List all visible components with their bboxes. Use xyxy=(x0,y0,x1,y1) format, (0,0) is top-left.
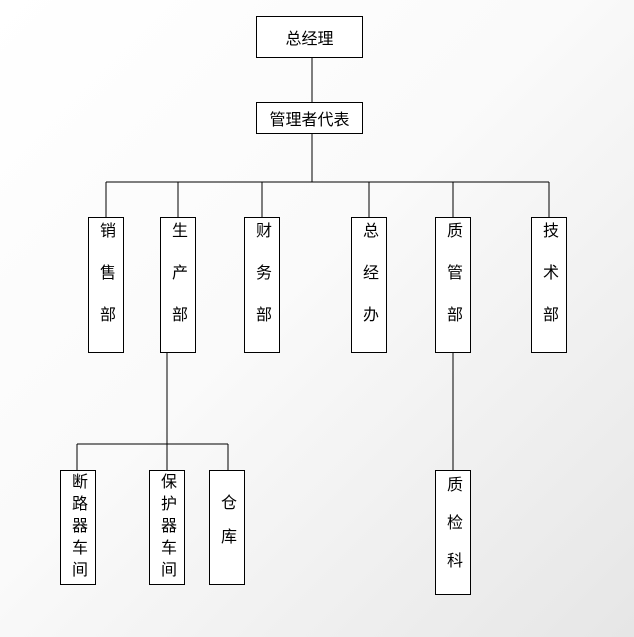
node-general-manager: 总经理 xyxy=(256,16,363,58)
node-general-office-label: 总经办 xyxy=(360,222,379,348)
node-tech-label: 技术部 xyxy=(540,222,559,348)
node-quality-label: 质管部 xyxy=(444,222,463,348)
node-general-manager-label: 总经理 xyxy=(285,29,334,48)
node-finance-label: 财务部 xyxy=(253,222,272,348)
node-production-label: 生产部 xyxy=(169,222,188,348)
node-production: 生产部 xyxy=(160,217,196,353)
node-protector-workshop-label: 保护器车间 xyxy=(158,472,177,583)
node-qc-section: 质检科 xyxy=(435,470,471,595)
node-sales: 销售部 xyxy=(88,217,124,353)
node-quality: 质管部 xyxy=(435,217,471,353)
node-tech: 技术部 xyxy=(531,217,567,353)
node-protector-workshop: 保护器车间 xyxy=(149,470,185,585)
node-management-rep: 管理者代表 xyxy=(256,102,363,134)
node-sales-label: 销售部 xyxy=(97,222,116,348)
node-finance: 财务部 xyxy=(244,217,280,353)
node-breaker-workshop: 断路器车间 xyxy=(60,470,96,585)
node-breaker-workshop-label: 断路器车间 xyxy=(69,472,88,583)
node-qc-section-label: 质检科 xyxy=(444,475,463,590)
node-management-rep-label: 管理者代表 xyxy=(269,110,350,129)
node-warehouse: 仓库 xyxy=(209,470,245,585)
node-general-office: 总经办 xyxy=(351,217,387,353)
node-warehouse-label: 仓库 xyxy=(218,493,237,562)
